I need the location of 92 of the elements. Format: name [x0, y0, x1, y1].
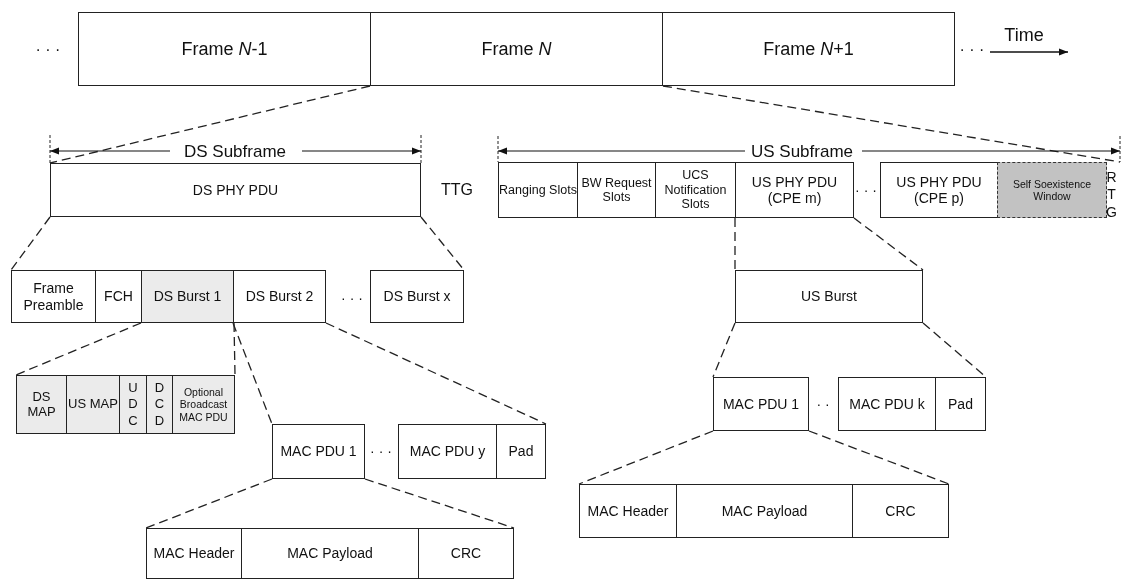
field-label: Frame N+1	[763, 38, 854, 60]
field-label: MAC PDU y	[409, 443, 486, 460]
frame-field-cell	[370, 12, 663, 86]
shaded-field-cell	[66, 375, 120, 434]
frame-field-cell	[713, 377, 809, 431]
frame-field-cell	[880, 162, 998, 218]
field-label: RTG	[1105, 168, 1118, 222]
frame-field-cell	[398, 424, 497, 479]
expansion-line	[712, 322, 736, 378]
frame-field-cell	[241, 528, 419, 579]
field-label: DS PHY PDU	[192, 181, 279, 199]
field-label: Ranging Slots	[499, 182, 577, 198]
ellipsis: · ·	[816, 397, 830, 411]
field-label: US MAP	[68, 397, 118, 412]
field-label: CRC	[885, 502, 916, 520]
field-label: Self Soexistence Window	[1011, 177, 1093, 203]
ellipsis: · · ·	[370, 444, 392, 458]
frame-field-cell	[935, 377, 986, 431]
field-label: DS Burst x	[383, 288, 451, 305]
frame-field-cell	[418, 528, 514, 579]
text-label: US Subframe	[751, 142, 853, 160]
field-label: US Burst	[801, 288, 857, 305]
frame-field-cell	[370, 270, 464, 323]
field-label: MAC PDU 1	[280, 443, 357, 460]
field-label: Frame Preamble	[22, 280, 85, 313]
expansion-line	[364, 478, 515, 529]
field-label: Frame N	[481, 38, 552, 60]
field-label: MAC Payload	[721, 502, 808, 520]
expansion-line	[853, 217, 924, 271]
frame-field-cell	[78, 12, 371, 86]
shaded-field-cell	[172, 375, 235, 434]
expansion-line	[325, 322, 547, 425]
expansion-line	[662, 85, 1121, 163]
expansion-line	[734, 217, 736, 271]
field-label: Pad	[948, 395, 973, 413]
shaded-field-cell	[119, 375, 147, 434]
text-label: DS Subframe	[184, 142, 286, 160]
field-label: DS Burst 1	[153, 288, 222, 305]
frame-field-cell	[11, 270, 96, 323]
frame-field-cell	[146, 528, 242, 579]
frame-field-cell	[496, 424, 546, 479]
frame-field-cell	[655, 162, 736, 218]
expansion-line	[10, 216, 51, 271]
expansion-line	[808, 430, 950, 485]
field-label: Frame N-1	[181, 38, 268, 60]
shaded-field-cell	[997, 162, 1107, 218]
frame-field-cell	[272, 424, 365, 479]
frame-field-cell	[735, 162, 854, 218]
frame-field-cell	[50, 163, 421, 217]
field-label: DCD	[153, 380, 166, 429]
frame-field-cell	[676, 484, 853, 538]
field-label: DS MAP	[26, 389, 57, 420]
field-label: MAC Header	[587, 502, 669, 520]
shaded-field-cell	[146, 375, 173, 434]
field-label: Pad	[508, 443, 534, 460]
shaded-field-cell	[141, 270, 234, 323]
field-label: MAC Header	[153, 545, 235, 562]
expansion-line	[49, 85, 371, 164]
frame-field-cell	[233, 270, 326, 323]
frame-field-cell	[577, 162, 656, 218]
frame-field-cell	[838, 377, 936, 431]
field-label: US PHY PDU (CPE p)	[895, 173, 983, 207]
field-label: MAC PDU k	[849, 395, 925, 413]
text-label: Time	[1004, 26, 1044, 44]
expansion-line	[145, 478, 273, 529]
ellipsis: · · ·	[959, 42, 985, 58]
expansion-line	[233, 322, 236, 376]
expansion-line	[232, 322, 273, 425]
field-label: MAC Payload	[287, 545, 373, 562]
frame-field-cell	[498, 162, 578, 218]
field-label: UDC	[127, 380, 139, 429]
field-label: BW Request Slots	[580, 175, 653, 205]
field-label: FCH	[104, 288, 133, 305]
frame-field-cell	[95, 270, 142, 323]
ellipsis: · · ·	[341, 291, 363, 305]
field-label: UCS Notification Slots	[663, 168, 728, 212]
frame-field-cell	[735, 270, 923, 323]
text-label: TTG	[441, 182, 473, 198]
expansion-line	[578, 430, 714, 485]
shaded-field-cell	[16, 375, 67, 434]
frame-field-cell	[579, 484, 677, 538]
frame-field-cell	[662, 12, 955, 86]
field-label: CRC	[450, 545, 482, 562]
field-label: DS Burst 2	[245, 288, 314, 305]
field-label: MAC PDU 1	[722, 395, 800, 413]
field-label: US PHY PDU (CPE m)	[750, 173, 839, 207]
expansion-line	[420, 216, 465, 271]
field-label: Optional Broadcast MAC PDU	[178, 386, 229, 423]
ellipsis: · · ·	[35, 42, 61, 58]
frame-field-cell	[852, 484, 949, 538]
expansion-line	[15, 322, 142, 376]
ellipsis: · · ·	[855, 183, 877, 197]
